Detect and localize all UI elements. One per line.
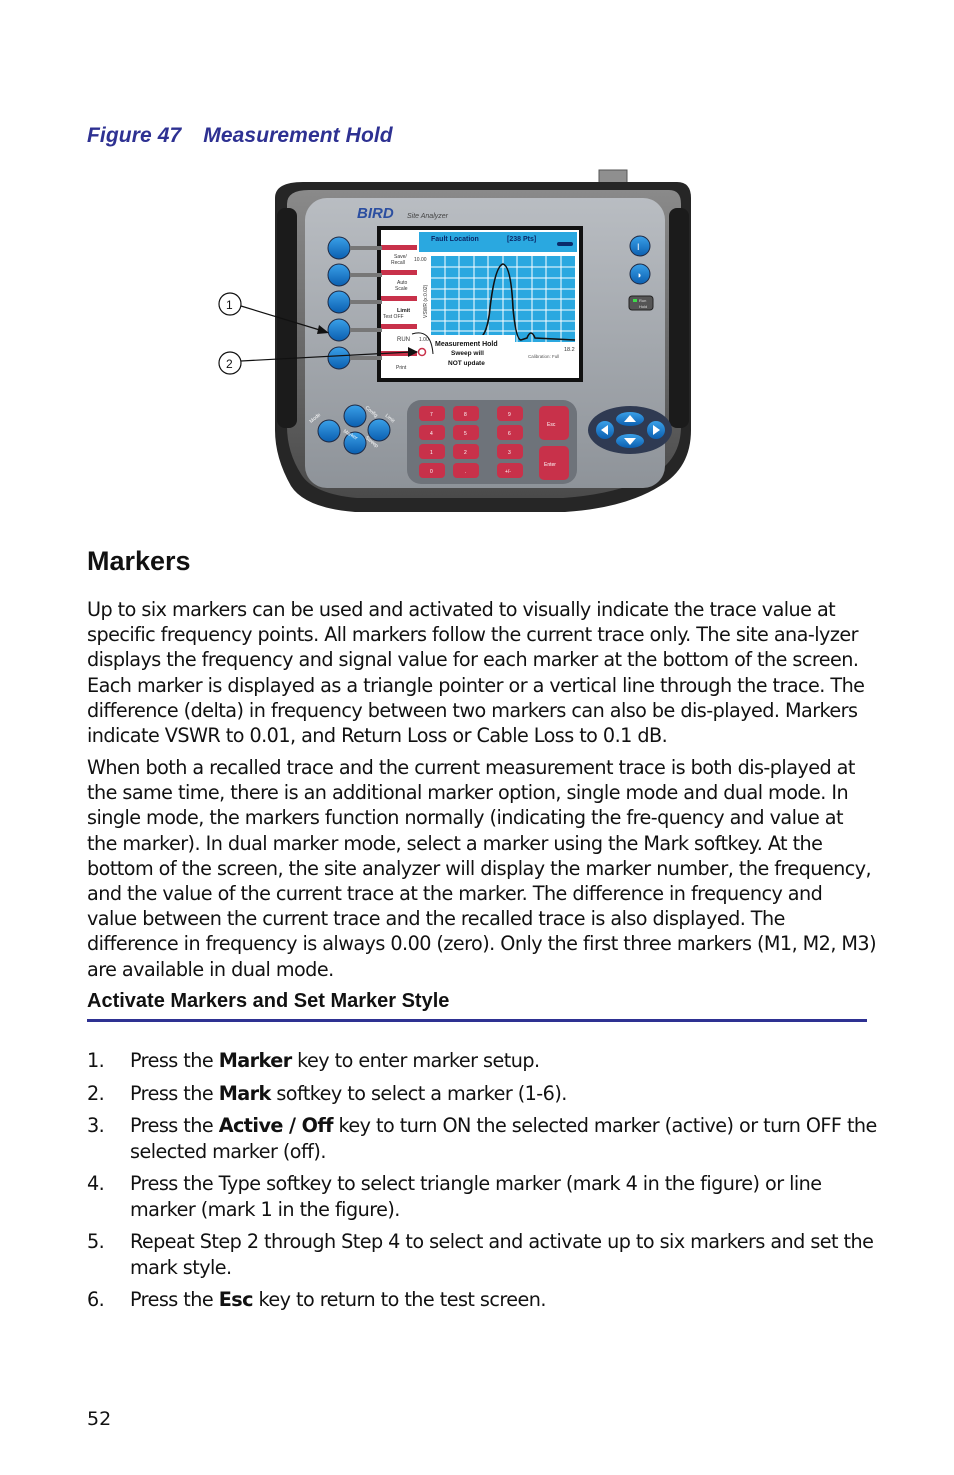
svg-text:Print: Print: [396, 365, 407, 371]
svg-text:6: 6: [508, 431, 511, 437]
hold-overlay: [431, 335, 515, 371]
right-side-buttons[interactable]: I ◑ Run Hold: [628, 235, 654, 311]
svg-text:RUN: RUN: [397, 337, 410, 343]
svg-text:Limit: Limit: [397, 308, 410, 314]
y-axis-label: VSWR (x:0.02): [423, 284, 429, 318]
arrow-down-icon: [624, 438, 636, 445]
left-grip: [277, 208, 297, 428]
figure-title: Measurement Hold: [203, 124, 393, 147]
screen-header-title: Fault Location: [431, 236, 479, 243]
hold-line1: Sweep will: [451, 350, 484, 357]
power-button: [629, 235, 651, 257]
keypad-labels: 7 8 9 4 5 6 1 2 3 0 . +/-: [430, 412, 511, 475]
trace-line: [431, 263, 576, 341]
nav-arrow-icons: [601, 415, 660, 445]
y-top-value: 10.00: [414, 257, 427, 263]
keypad-panel: [407, 400, 577, 484]
figure-number: Figure 47: [87, 124, 182, 147]
x-right-value: 18.2: [564, 347, 575, 353]
figure-caption: Figure 47 Measurement Hold: [87, 124, 393, 148]
nav-pad: [588, 406, 672, 454]
svg-text:Test OFF: Test OFF: [383, 314, 404, 320]
softkey-labels: Save/ Recall Auto Scale Limit Test OFF R…: [381, 245, 417, 371]
hold-title: Measurement Hold: [435, 341, 498, 348]
svg-text:Hold: Hold: [639, 304, 647, 309]
callout-2: 2: [218, 347, 418, 375]
svg-text:8: 8: [464, 412, 467, 418]
hold-indicator: [417, 347, 427, 357]
esc-key-label: Esc: [547, 422, 556, 428]
step-item: 3.Press the Active / Off key to turn ON …: [87, 1114, 877, 1163]
brand-logo: BIRD: [357, 205, 394, 222]
svg-text:9: 9: [508, 412, 511, 418]
steps-list: 1.Press the Marker key to enter marker s…: [87, 1048, 877, 1320]
enter-key-label: Enter: [544, 462, 556, 468]
svg-text:7: 7: [430, 412, 433, 418]
step-item: 5.Repeat Step 2 through Step 4 to select…: [87, 1230, 874, 1279]
calibration-text: Calibration: Full: [528, 354, 559, 359]
markers-paragraph-2: When both a recalled trace and the curre…: [87, 756, 877, 981]
page-number: 52: [87, 1408, 112, 1430]
plot-area: VSWR (x:0.02) 10.00 1.00 18.2: [414, 256, 576, 353]
step-item: 6.Press the Esc key to return to the tes…: [87, 1288, 547, 1311]
callout-1: 1: [218, 292, 329, 334]
keypad[interactable]: [419, 406, 523, 478]
step-item: 4.Press the Type softkey to select trian…: [87, 1172, 822, 1221]
y-bottom-value: 1.00: [419, 337, 429, 343]
step-item: 1.Press the Marker key to enter marker s…: [87, 1049, 540, 1072]
section-title: Markers: [87, 546, 191, 576]
svg-text:0: 0: [430, 469, 433, 475]
arrow-right-icon: [653, 425, 660, 435]
power-icon: I: [637, 242, 640, 252]
step-item: 2.Press the Mark softkey to select a mar…: [87, 1081, 567, 1105]
subsection-title: Activate Markers and Set Marker Style: [87, 990, 450, 1012]
svg-text:Recall: Recall: [391, 260, 405, 266]
contrast-button: [629, 263, 651, 285]
markers-paragraph-1: Up to six markers can be used and activa…: [87, 598, 865, 748]
svg-text:1: 1: [226, 298, 233, 312]
svg-text:2: 2: [464, 450, 467, 456]
svg-text:Scale: Scale: [395, 286, 408, 292]
svg-text:Run: Run: [639, 298, 646, 303]
svg-text:4: 4: [430, 431, 433, 437]
svg-text:1: 1: [430, 450, 433, 456]
action-keys[interactable]: [539, 406, 569, 480]
hold-arc: [411, 332, 434, 355]
site-analyzer-illustration: BIRD Site Analyzer Fault Location [238 P…: [218, 169, 691, 512]
left-softkeys[interactable]: [327, 236, 382, 370]
svg-text:+/-: +/-: [505, 469, 511, 475]
screen-points: [238 Pts]: [507, 236, 536, 243]
svg-text:Limit: Limit: [384, 413, 396, 425]
svg-text:Auto: Auto: [397, 280, 408, 286]
subsection-rule: [87, 1019, 867, 1022]
screen-header: [419, 232, 577, 252]
battery-icon: [557, 242, 573, 246]
contrast-icon: ◑: [636, 270, 641, 280]
run-led-icon: [633, 299, 637, 302]
svg-text:3: 3: [508, 450, 511, 456]
model-name: Site Analyzer: [407, 213, 449, 220]
arrow-up-icon: [624, 415, 636, 422]
svg-text:2: 2: [226, 357, 233, 371]
right-grip: [669, 208, 689, 428]
arrow-left-icon: [601, 425, 608, 435]
hold-line2: NOT update: [448, 360, 485, 367]
svg-text:.: .: [465, 469, 466, 475]
svg-text:Save/: Save/: [394, 254, 407, 260]
svg-text:5: 5: [464, 431, 467, 437]
